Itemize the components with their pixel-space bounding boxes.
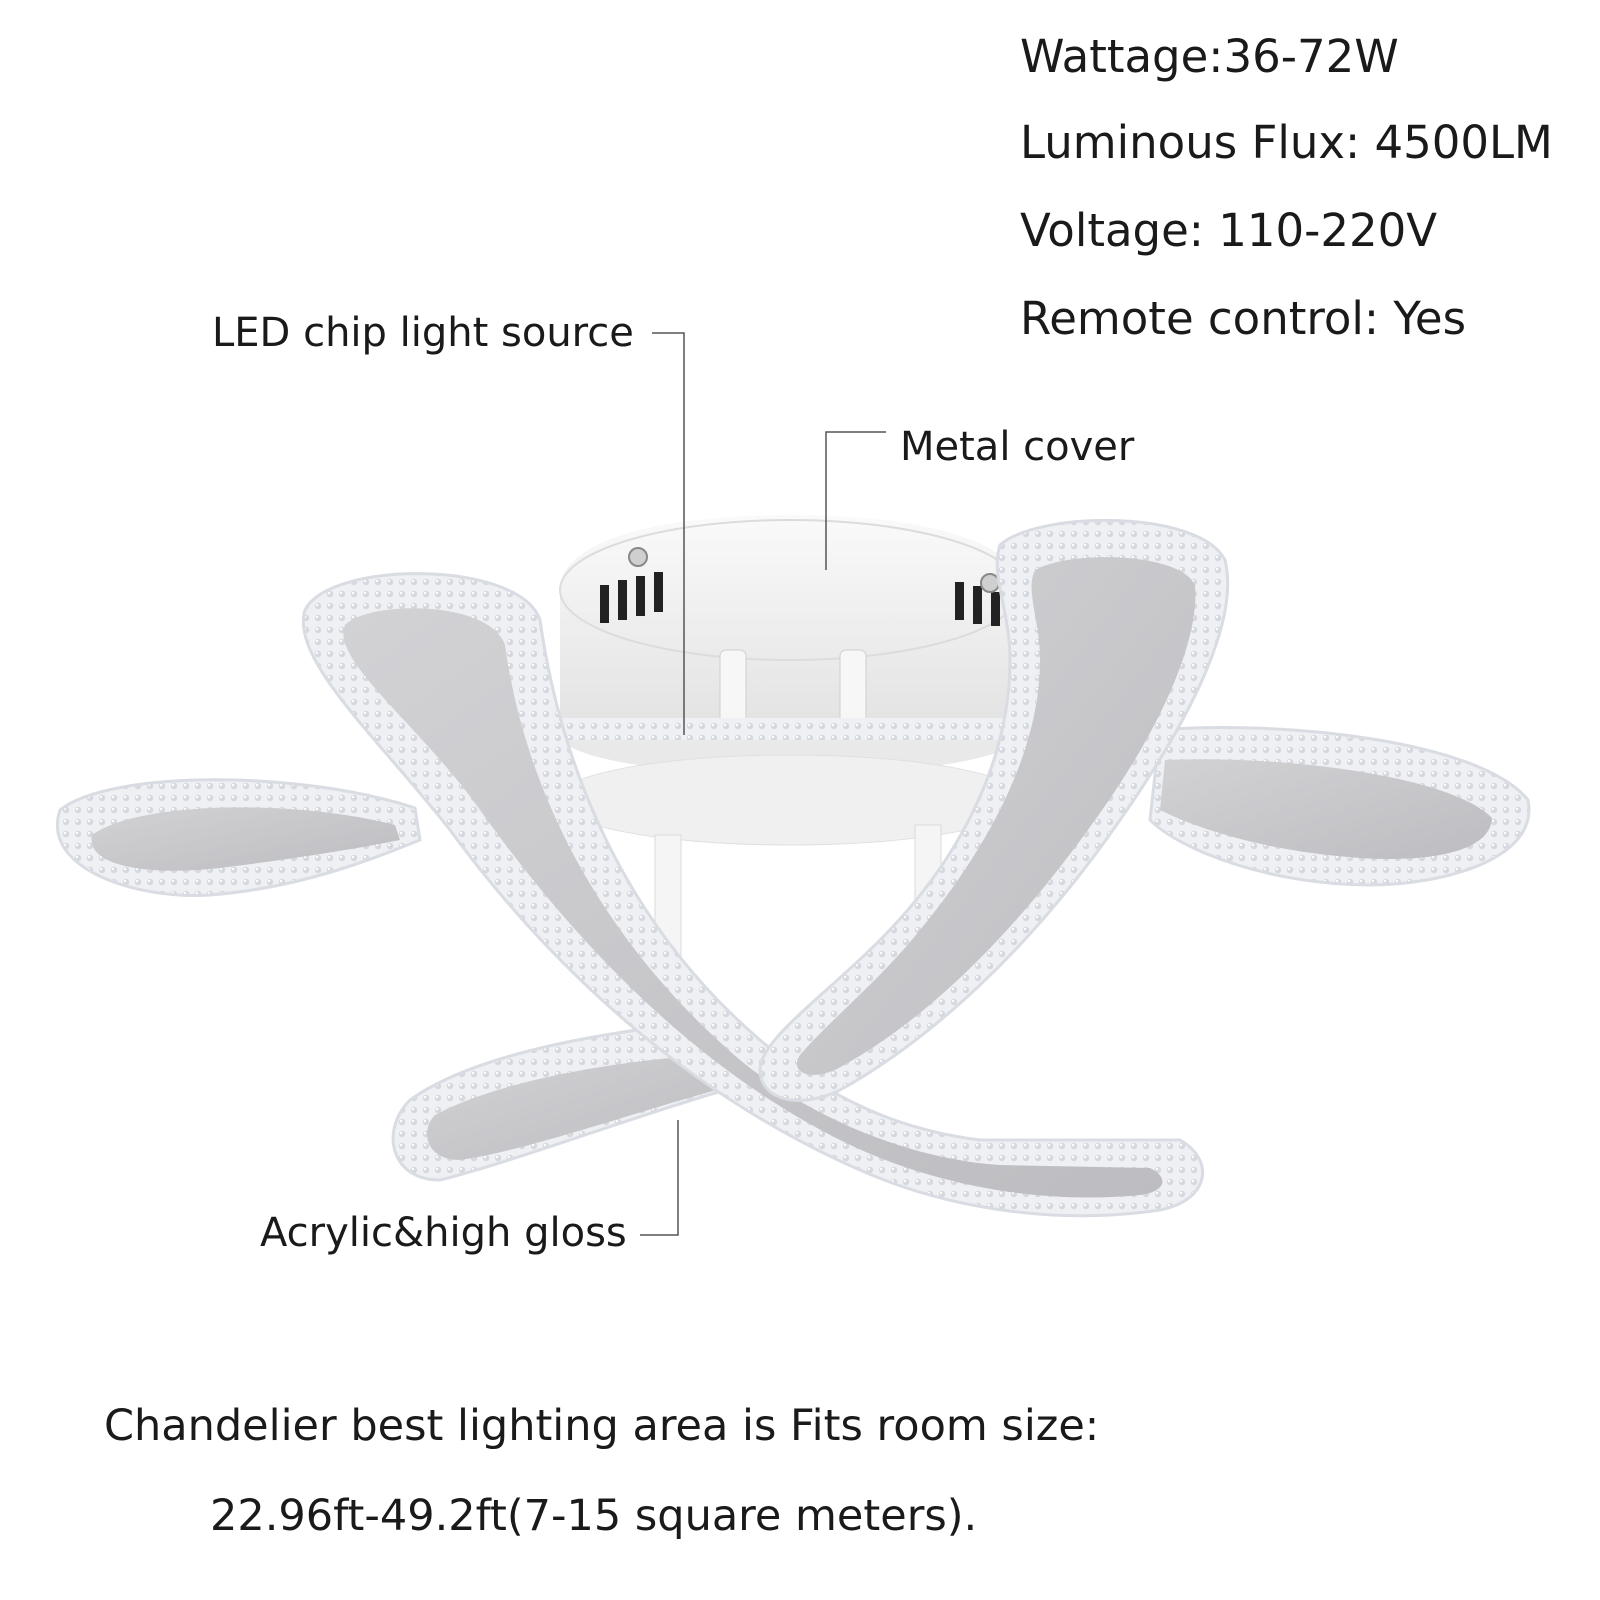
callout-led-chip: LED chip light source [212, 310, 634, 356]
led-leader-line [652, 332, 685, 735]
metal-cover [554, 515, 1026, 971]
front-left-arm [301, 572, 1205, 1218]
footer-line-2: 22.96ft-49.2ft(7-15 square meters). [210, 1491, 978, 1541]
acrylic-leader-line [640, 1120, 679, 1236]
spec-remote-control: Remote control: Yes [1020, 292, 1467, 345]
callout-acrylic: Acrylic&high gloss [260, 1210, 627, 1256]
left-arm [56, 778, 422, 898]
spec-voltage: Voltage: 110-220V [1020, 204, 1438, 257]
front-right-arm [758, 518, 1230, 1102]
callout-metal-cover: Metal cover [900, 424, 1135, 470]
leader-lines [640, 332, 886, 1236]
bottom-left-arm [391, 1018, 763, 1182]
footer-line-1: Chandelier best lighting area is Fits ro… [104, 1401, 1100, 1451]
spec-luminous-flux: Luminous Flux: 4500LM [1020, 116, 1553, 169]
spec-wattage: Wattage:36-72W [1020, 30, 1399, 83]
right-arm [1148, 726, 1531, 887]
metal-leader-line [825, 431, 886, 570]
